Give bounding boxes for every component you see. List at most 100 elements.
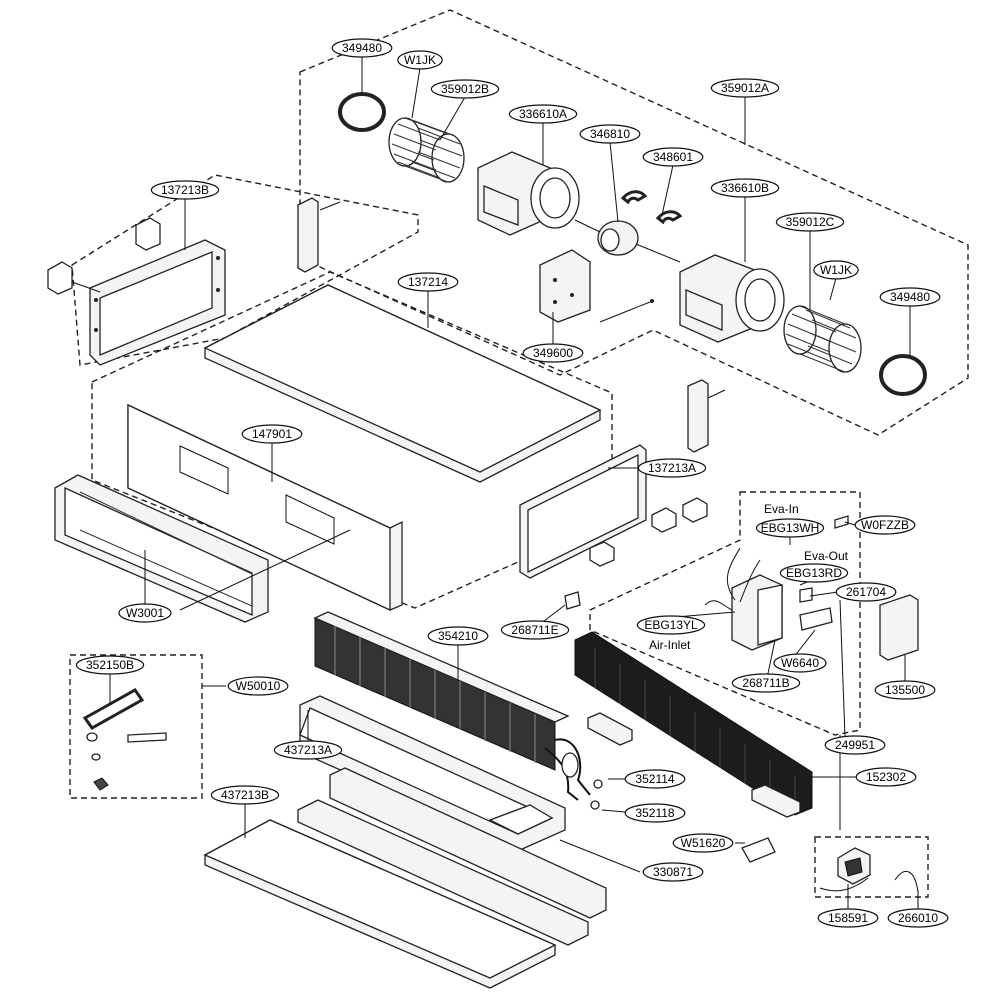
callout-label: 336610B (721, 181, 769, 195)
callout-249951: 249951 (824, 735, 886, 755)
callout-label: 137213A (648, 461, 696, 475)
callout-oval (731, 673, 801, 693)
bell-mouth-ring-left (338, 92, 386, 132)
side-bracket-left (297, 197, 319, 273)
callout-oval (779, 563, 849, 583)
callout-oval (775, 212, 845, 232)
callout-oval (500, 620, 570, 640)
terminal-w6640 (799, 607, 833, 631)
callout-oval (579, 124, 641, 144)
callout-359012b: 359012B (430, 79, 500, 99)
callout-w50010: W50010 (227, 676, 289, 696)
callout-268711e: 268711E (500, 620, 570, 640)
drain-pump-kit (741, 837, 919, 893)
callout-oval (118, 603, 172, 623)
side-panel-outline (71, 174, 419, 366)
callout-oval (331, 38, 393, 58)
callout-label: 268711E (511, 623, 558, 637)
callout-label: EBG13YL (644, 618, 698, 632)
callout-359012a: 359012A (710, 78, 780, 98)
callout-label: 437213B (221, 788, 269, 802)
nut-352114 (593, 779, 603, 789)
callout-147901: 147901 (241, 424, 303, 444)
callout-oval (887, 908, 949, 928)
callout-label: 346810 (590, 127, 630, 141)
callout-137213a: 137213A (637, 458, 707, 478)
bottom-rail-a (297, 799, 589, 946)
callout-label: 359012B (441, 82, 489, 96)
callout-135500: 135500 (874, 680, 936, 700)
group-outlines (69, 9, 969, 898)
callout-label: 359012C (786, 215, 835, 229)
drain-pan (299, 695, 566, 851)
callout-352114: 352114 (624, 769, 686, 789)
side-clip-3 (682, 497, 708, 523)
callout-oval (227, 676, 289, 696)
callout-oval (637, 458, 707, 478)
bottom-rail-b (329, 767, 607, 919)
fan-housing-right (679, 254, 785, 343)
callout-266010: 266010 (887, 908, 949, 928)
callout-oval (710, 178, 780, 198)
callout-oval (508, 104, 578, 124)
callout-346810: 346810 (579, 124, 641, 144)
callout-label: 352118 (635, 806, 674, 820)
fan-motor (574, 219, 681, 263)
nut-352118 (590, 800, 600, 810)
callout-label: 352114 (635, 772, 674, 786)
callout-label: 354210 (438, 629, 478, 643)
callout-label: 266010 (898, 911, 938, 925)
callout-w51620: W51620 (672, 833, 734, 853)
callout-label: 249951 (835, 738, 875, 752)
drain-pump-kit-outline (814, 836, 929, 898)
callout-oval (642, 862, 704, 882)
callout-354210: 354210 (427, 626, 489, 646)
fan-impeller-right (783, 305, 862, 373)
callout-label: EBG13WH (761, 521, 820, 535)
clip-268711E (564, 591, 581, 610)
callout-label: 158591 (828, 911, 868, 925)
callout-label: 349480 (890, 290, 930, 304)
callout-oval (879, 287, 941, 307)
callout-w3001: W3001 (118, 603, 172, 623)
callout-oval (672, 833, 734, 853)
callout-437213a: 437213A (273, 740, 343, 760)
callout-330871: 330871 (642, 862, 704, 882)
grille-bracket-1 (587, 712, 633, 746)
callout-oval (874, 680, 936, 700)
callout-oval (824, 735, 886, 755)
callout-oval (854, 515, 916, 535)
callout-label: W6640 (781, 656, 819, 670)
callout-336610a: 336610A (508, 104, 578, 124)
callout-oval (855, 767, 917, 787)
callout-label: 261704 (846, 585, 886, 599)
callout-label: W50010 (236, 679, 281, 693)
callout-437213b: 437213B (210, 785, 280, 805)
casing-outline (91, 271, 613, 609)
callout-oval (150, 180, 220, 200)
nut (91, 753, 101, 761)
callout-w6640: W6640 (773, 653, 827, 673)
callout-oval (624, 769, 686, 789)
side-clip-2 (651, 507, 677, 533)
callout-158591: 158591 (817, 908, 879, 928)
control-cover-135500 (879, 594, 919, 661)
air-outlet-duct (54, 474, 351, 623)
callout-ebg13wh: EBG13WH (755, 518, 825, 538)
callout-label: 330871 (653, 865, 693, 879)
sensor-w0fzzb (834, 515, 849, 529)
wire-annotations: Eva-In Eva-Out Air-Inlet (649, 502, 849, 652)
callout-label: 348601 (653, 150, 693, 164)
eva-out-label: Eva-Out (804, 549, 849, 563)
screw-line (599, 301, 651, 323)
callout-349600: 349600 (522, 343, 584, 363)
callout-oval (427, 626, 489, 646)
callout-w1jk: W1JK (397, 50, 443, 70)
callout-label: W1JK (820, 263, 852, 277)
side-panel-left (47, 197, 341, 366)
fan-assembly (338, 92, 927, 396)
evaporator-coil (313, 611, 603, 810)
callout-oval (835, 582, 897, 602)
air-filter-grille (574, 631, 813, 818)
